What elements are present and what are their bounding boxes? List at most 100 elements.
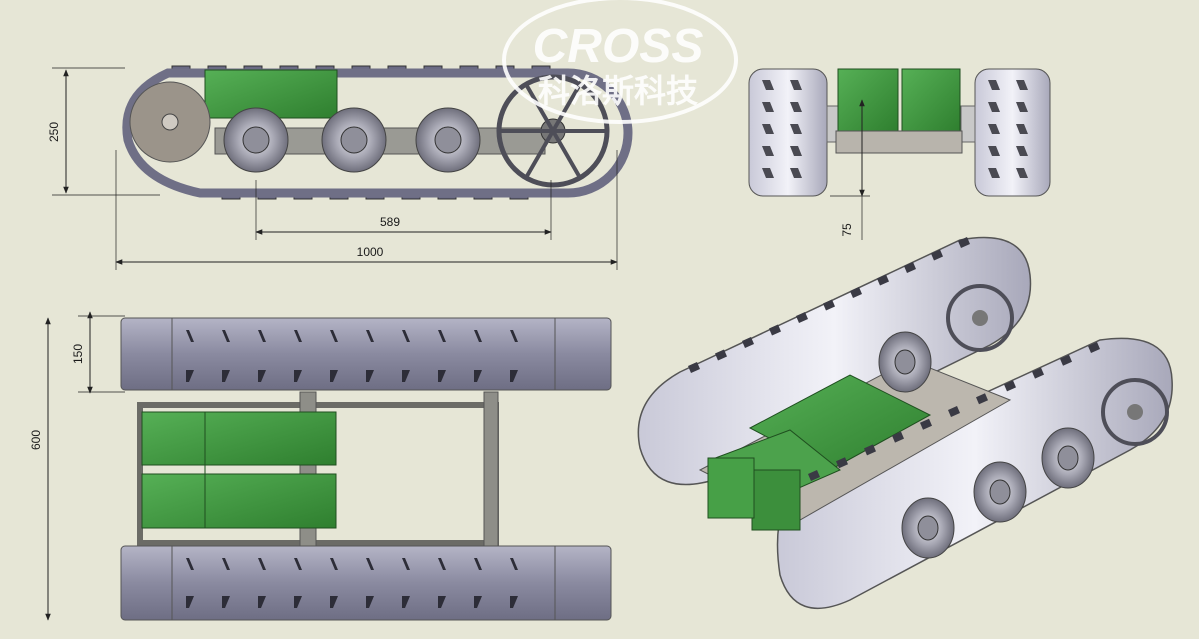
iso-front-track <box>776 337 1173 609</box>
top-track-cleat <box>294 596 302 608</box>
front-battery-right <box>901 68 961 132</box>
dim-label-wheel-span: 589 <box>380 215 400 229</box>
iso-battery-block <box>707 457 755 519</box>
top-track-cleat <box>510 370 518 382</box>
top-track-cleat <box>186 330 194 342</box>
top-track-cleat <box>402 558 410 570</box>
top-track-cleat <box>438 558 446 570</box>
iso-track-cleat <box>742 337 754 348</box>
top-track-cleat <box>510 558 518 570</box>
top-battery-upper <box>141 411 337 466</box>
top-track-cleat <box>402 596 410 608</box>
front-track-cleat <box>988 102 1000 112</box>
idler-spoke <box>525 130 555 178</box>
front-track-cleat <box>1016 146 1028 156</box>
front-track-cleat <box>762 146 774 156</box>
iso-track-cleat <box>1060 354 1072 366</box>
front-track-cleat <box>790 102 802 112</box>
front-track-cleat <box>762 124 774 134</box>
iso-track-cleat <box>769 324 781 336</box>
side-idler-wheel <box>496 74 610 188</box>
front-track-cleat <box>988 124 1000 134</box>
front-left-track <box>748 68 828 197</box>
iso-idler-front <box>1101 378 1169 446</box>
iso-idler-back <box>946 284 1014 352</box>
side-track-belt <box>122 68 633 198</box>
iso-track-cleat <box>864 444 876 456</box>
top-track-cleat <box>330 370 338 382</box>
side-road-wheel-hub <box>340 126 368 154</box>
iso-track-cleat <box>958 237 970 248</box>
top-track-cleat <box>258 558 266 570</box>
side-road-wheel-hub <box>242 126 270 154</box>
front-track-cleat <box>1016 102 1028 112</box>
front-track-cleat <box>988 168 1000 178</box>
top-track-cleat <box>402 370 410 382</box>
top-track-cleat <box>438 330 446 342</box>
front-track-cleat <box>1016 124 1028 134</box>
top-track-cleat <box>474 330 482 342</box>
iso-track-cleat <box>715 349 727 361</box>
top-track-cleat <box>366 558 374 570</box>
top-track-cleat <box>294 558 302 570</box>
iso-track-cleat <box>688 362 700 373</box>
iso-road-wheel-hub <box>894 349 916 375</box>
iso-road-wheel-hub <box>917 515 939 541</box>
front-track-cleat <box>762 168 774 178</box>
iso-track-cleat <box>836 457 848 469</box>
top-track-cleat <box>222 370 230 382</box>
iso-track-cleat <box>1088 342 1100 353</box>
front-chassis-plate <box>835 130 963 154</box>
front-track-cleat <box>790 146 802 156</box>
cross-watermark-logo: CROSS 科洛斯科技 <box>502 0 738 124</box>
iso-track-cleat <box>920 418 932 430</box>
top-track-cleat <box>222 596 230 608</box>
side-view: 250 589 1000 <box>47 65 633 270</box>
top-track-cleat <box>186 596 194 608</box>
top-track-cleat <box>366 370 374 382</box>
top-view: 150 600 <box>29 311 612 621</box>
top-track-cleat <box>222 330 230 342</box>
idler-spoke <box>551 84 581 133</box>
isometric-view <box>637 236 1173 609</box>
top-battery-lower <box>141 473 337 529</box>
iso-track-cleat <box>808 470 820 481</box>
top-track-cleat <box>438 370 446 382</box>
top-track-cleat <box>474 370 482 382</box>
iso-track-cleat <box>850 287 862 298</box>
front-track-cleat <box>790 168 802 178</box>
top-track-cleat <box>366 330 374 342</box>
top-track-cleat <box>330 558 338 570</box>
dim-label-overall-width: 600 <box>29 430 43 450</box>
iso-track-cleat <box>877 274 889 286</box>
front-right-track <box>974 68 1051 197</box>
side-drive-sprocket <box>129 81 211 163</box>
top-track-upper <box>120 317 612 391</box>
side-battery-box <box>204 69 338 119</box>
iso-track-cleat <box>1004 380 1016 392</box>
front-track-cleat <box>988 80 1000 90</box>
iso-track-cleat <box>948 406 960 417</box>
dim-label-ground-clearance: 75 <box>840 223 854 237</box>
top-track-cleat <box>330 330 338 342</box>
top-track-cleat <box>474 558 482 570</box>
front-track-cleat <box>790 80 802 90</box>
iso-track-cleat <box>976 393 988 405</box>
front-track-cleat <box>790 124 802 134</box>
top-track-cleat <box>510 596 518 608</box>
top-track-cleat <box>402 330 410 342</box>
front-track-cleat <box>1016 80 1028 90</box>
front-track-cleat <box>762 80 774 90</box>
top-track-cleat <box>366 596 374 608</box>
watermark-brand: CROSS <box>533 20 704 73</box>
top-track-cleat <box>186 558 194 570</box>
dim-label-height: 250 <box>47 122 61 142</box>
idler-spoke <box>525 84 555 133</box>
top-track-cleat <box>222 558 230 570</box>
iso-track-cleat <box>1032 367 1044 379</box>
top-track-cleat <box>258 596 266 608</box>
top-track-cleat <box>294 370 302 382</box>
front-view: 75 <box>748 68 1051 240</box>
iso-road-wheel-hub <box>989 479 1011 505</box>
